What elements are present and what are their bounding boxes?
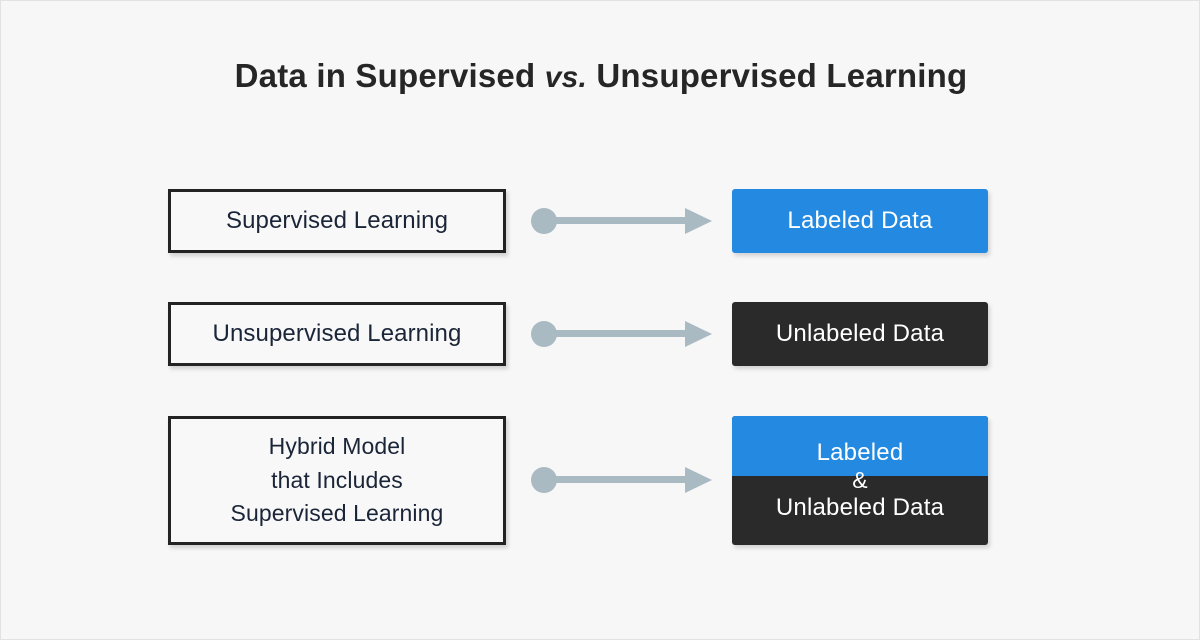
- source-box-hybrid[interactable]: Hybrid Model that Includes Supervised Le…: [168, 416, 506, 545]
- diagram-row-unsupervised: Unsupervised Learning Unlabeled Data: [1, 302, 1200, 366]
- result-box-split-label-line-1: Labeled: [816, 439, 904, 467]
- title-vs: vs.: [544, 61, 588, 94]
- result-box-labeled-and-unlabeled-data[interactable]: Labeled & Unlabeled Data: [732, 416, 988, 545]
- source-box-supervised-label: Supervised Learning: [225, 206, 449, 234]
- source-box-unsupervised[interactable]: Unsupervised Learning: [168, 302, 506, 366]
- circle-to-arrow-connector-icon: [531, 467, 712, 493]
- title-part-1: Data in Supervised: [234, 57, 545, 94]
- circle-to-arrow-connector-icon: [531, 208, 712, 234]
- connector-arrow-hybrid: [530, 466, 712, 494]
- source-box-hybrid-label-line-2: that Includes: [271, 466, 403, 493]
- circle-to-arrow-connector-icon: [531, 321, 712, 347]
- connector-arrow-supervised: [530, 207, 712, 235]
- source-box-unsupervised-label: Unsupervised Learning: [212, 319, 462, 347]
- diagram-row-supervised: Supervised Learning Labeled Data: [1, 189, 1200, 253]
- result-box-unlabeled-data-label: Unlabeled Data: [775, 320, 945, 347]
- title-part-2: Unsupervised Learning: [587, 57, 968, 94]
- result-box-unlabeled-data[interactable]: Unlabeled Data: [732, 302, 988, 366]
- source-box-hybrid-label-line-3: Supervised Learning: [230, 500, 444, 527]
- split-blue-half: [732, 416, 988, 476]
- diagram-row-hybrid: Hybrid Model that Includes Supervised Le…: [1, 416, 1200, 545]
- result-box-split-label-line-2: &: [852, 467, 868, 494]
- result-box-labeled-data-label: Labeled Data: [787, 207, 933, 234]
- page-title: Data in Supervised vs. Unsupervised Lear…: [1, 57, 1200, 95]
- result-box-split-label: Labeled & Unlabeled Data: [732, 416, 988, 545]
- source-box-supervised[interactable]: Supervised Learning: [168, 189, 506, 253]
- connector-arrow-unsupervised: [530, 320, 712, 348]
- source-box-hybrid-label: Hybrid Model that Includes Supervised Le…: [231, 430, 444, 530]
- result-box-labeled-data[interactable]: Labeled Data: [732, 189, 988, 253]
- result-box-split-label-line-3: Unlabeled Data: [775, 493, 945, 521]
- source-box-hybrid-label-line-1: Hybrid Model: [268, 433, 406, 460]
